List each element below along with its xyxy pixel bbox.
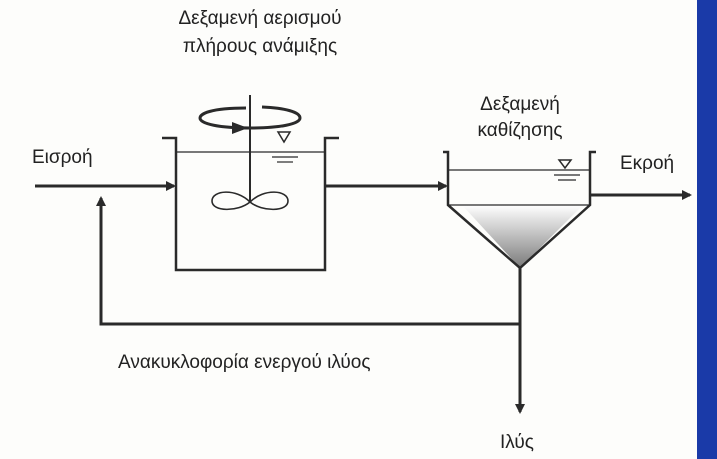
settling-tank-label-line2: καθίζησης	[477, 120, 563, 141]
rotation-arrow-icon	[198, 105, 302, 134]
recirculation-line	[96, 196, 520, 326]
aeration-tank-label-line1: Δεξαμενή αερισμού	[178, 8, 342, 29]
settling-tank-label-line1: Δεξαμενή	[480, 94, 560, 115]
aeration-tank-label-line2: πλήρους ανάμιξης	[182, 36, 338, 57]
settling-tank-sludge	[462, 205, 583, 268]
aeration-tank	[162, 136, 339, 272]
mixer-impeller-icon	[211, 191, 289, 211]
inflow-label: Εισροή	[32, 147, 93, 168]
sludge-label: Ιλύς	[500, 432, 534, 453]
outflow-label: Εκροή	[620, 153, 675, 174]
page-border	[697, 0, 717, 459]
recirculation-label: Ανακυκλοφορία ενεργού ιλύος	[118, 352, 371, 373]
water-level-symbol	[554, 159, 580, 181]
water-level-symbol	[272, 131, 298, 163]
